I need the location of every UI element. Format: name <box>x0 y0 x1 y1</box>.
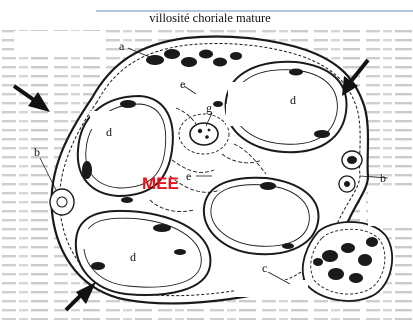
label-g: g <box>206 101 212 115</box>
mee-label: MEE <box>142 174 179 193</box>
label-b-right: b <box>380 171 386 185</box>
label-e-upper: e <box>180 77 185 91</box>
label-a: a <box>119 39 125 53</box>
redaction-box <box>368 186 413 226</box>
redaction-box <box>226 203 260 220</box>
redaction-box <box>228 82 274 105</box>
diagram-title: villosité choriale mature <box>149 11 271 25</box>
redaction-box <box>236 280 308 297</box>
label-d-lower: d <box>130 250 136 264</box>
label-c: c <box>262 261 267 275</box>
redaction-box <box>14 31 101 52</box>
redaction-box <box>226 104 298 126</box>
label-d-left: d <box>106 125 112 139</box>
label-e-middle: e <box>186 169 191 183</box>
redaction-box <box>90 111 150 129</box>
redaction-box <box>82 229 142 249</box>
label-d-upper-right: d <box>290 93 296 107</box>
label-b-left: b <box>34 145 40 159</box>
